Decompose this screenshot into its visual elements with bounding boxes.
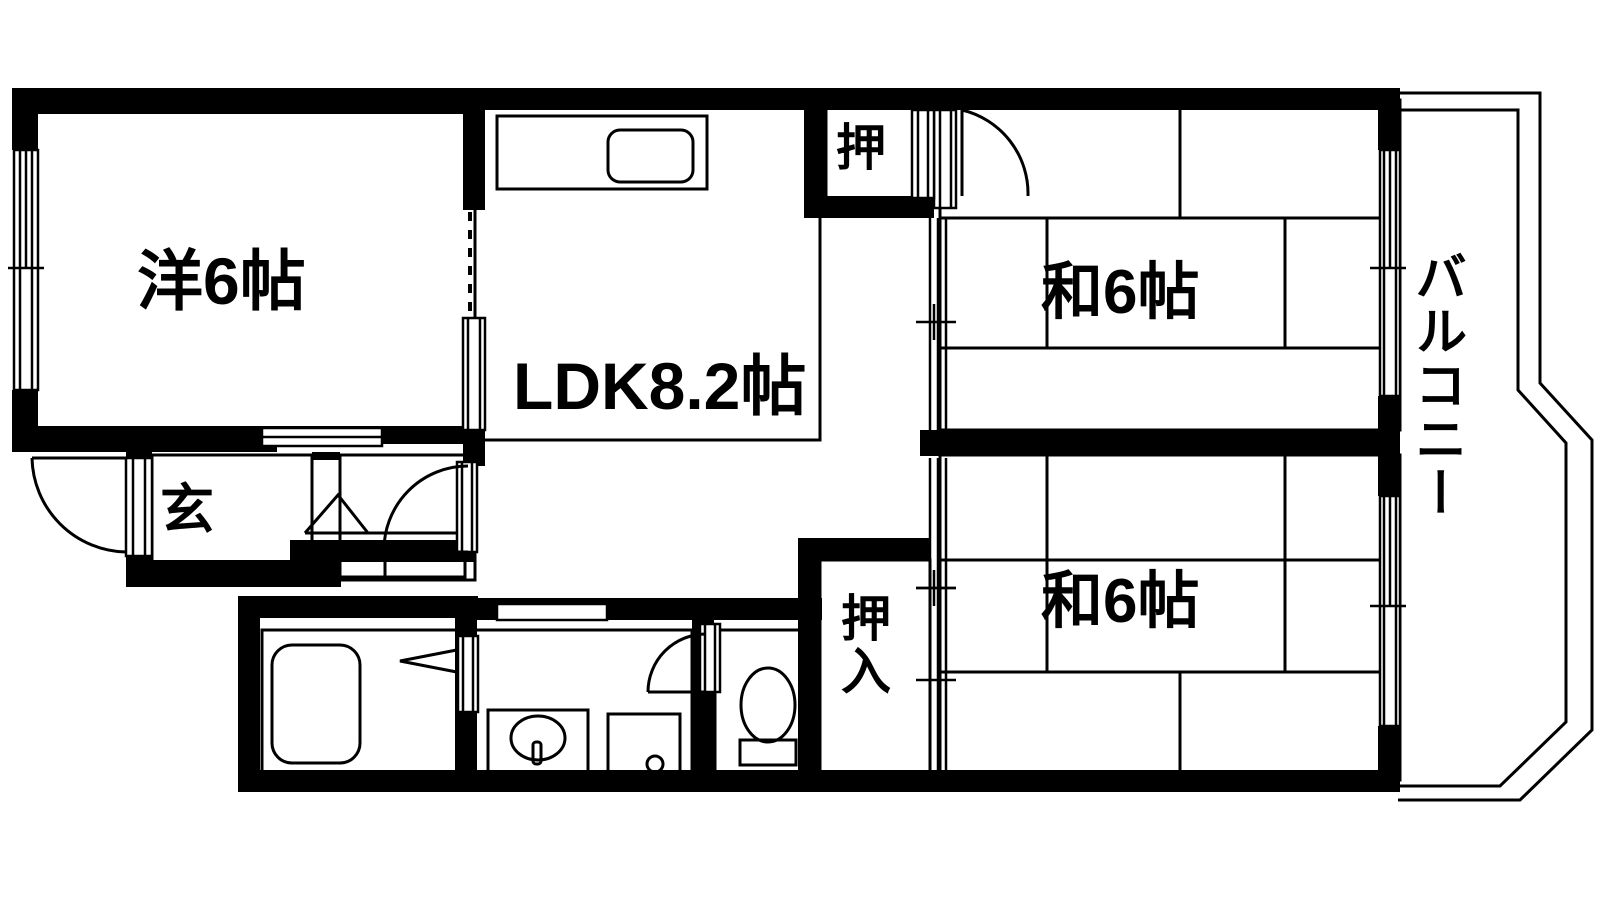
washroom-upper-shelf [495,602,609,622]
room-label-ldk: LDK8.2帖 [513,349,807,423]
door-bathroom-folding [399,646,468,676]
balcony-window-upper [1370,148,1406,398]
closet-lower-line1: 押 [841,591,891,647]
sliding-door-west-ldk [461,212,487,432]
door-upper-japanese-room [932,108,1030,210]
room-label-balcony: バルコニー [1406,250,1465,520]
sliding-partition-bottom-west [260,426,470,448]
room-label-closet-upper: 押 [836,120,886,176]
closet-lower-line2: 入 [841,643,891,700]
room-label-western: 洋6帖 [137,244,306,318]
bathroom [260,628,469,780]
door-washroom [456,634,480,714]
door-hall-to-ldk [382,460,479,554]
entrance-door-swing [30,456,154,558]
openings [8,108,1406,780]
balcony-window-lower [1370,494,1406,728]
door-toilet [646,622,722,694]
window-west-left [8,148,44,392]
room-label-genkan: 玄 [160,480,214,540]
room-label-japanese-lower: 和6帖 [1041,567,1200,636]
kitchen-counter-sink [495,114,709,191]
room-label-closet-lower: 押 入 [841,593,891,698]
balcony-outline [1398,91,1594,802]
closet-upper-sliding-door [910,108,936,200]
structural-walls [12,88,1400,792]
room-label-japanese-upper: 和6帖 [1041,258,1200,327]
fusuma-ldk-lower-room [916,458,956,606]
oshiire-sliding-doors [916,560,956,780]
fusuma-ldk-upper-room [916,218,956,430]
washroom [465,628,694,780]
